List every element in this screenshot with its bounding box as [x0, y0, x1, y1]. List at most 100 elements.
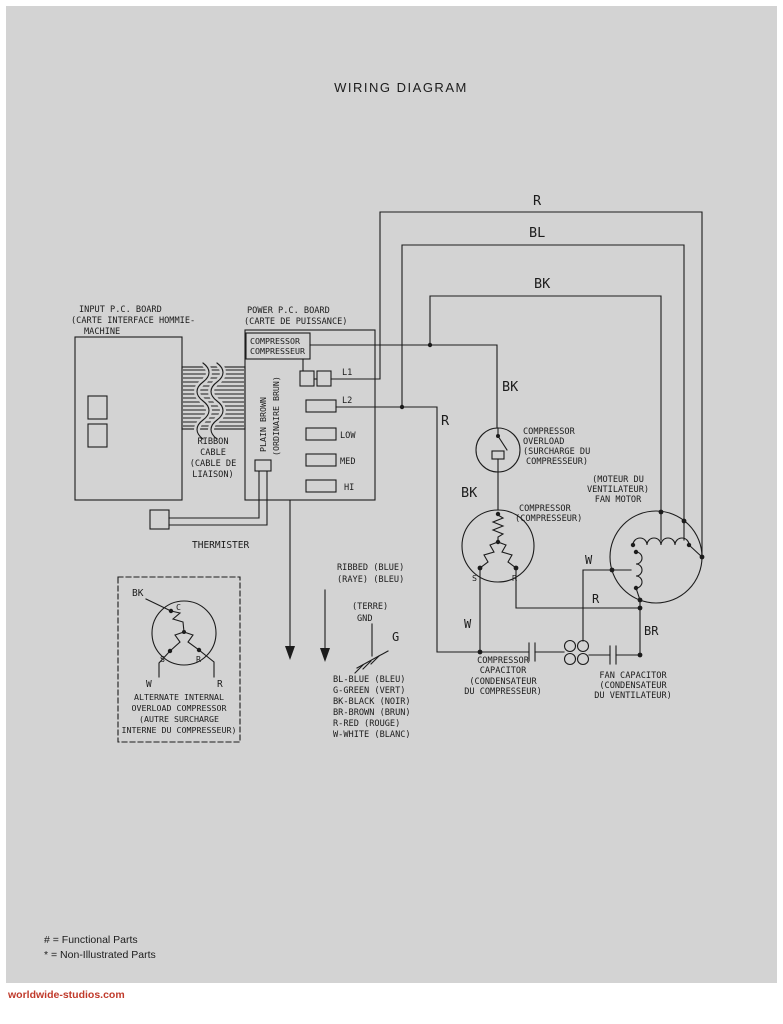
ribbon-break-wave-1 [196, 362, 210, 440]
supply-wires: R BL BK BK [309, 193, 703, 558]
terminal-med-block [305, 453, 337, 467]
down-arrow-icon [285, 646, 295, 660]
alternate-internal-overload: BK C S R W R ALTERNATE INTERNAL OVERLOAD… [117, 576, 241, 743]
ribbon-label-2: CABLE [200, 448, 226, 458]
overload-label-2: OVERLOAD [523, 437, 564, 447]
footnote-functional: # = Functional Parts [44, 934, 138, 946]
legend-w: W-WHITE (BLANC) [333, 730, 411, 740]
input-board-label-1: INPUT P.C. BOARD [79, 305, 162, 315]
fan-capacitor-label-1: FAN CAPACITOR [599, 671, 667, 681]
page-title: WIRING DIAGRAM [334, 80, 468, 95]
compressor-label-2: (COMPRESSEUR) [515, 514, 582, 524]
wire-label-r-mid: R [441, 413, 450, 429]
legend-br: BR-BROWN (BRUN) [333, 708, 411, 718]
compressor-terminal-s: S [472, 573, 477, 583]
power-board-label-1: POWER P.C. BOARD [247, 306, 330, 316]
thermister-label: THERMISTER [192, 540, 249, 551]
alt-overload-label-4: INTERNE DU COMPRESSEUR) [122, 725, 237, 735]
power-pc-board: POWER P.C. BOARD (CARTE DE PUISSANCE) CO… [244, 306, 376, 501]
wire-label-bl-top: BL [529, 225, 545, 241]
input-board-label-3: MACHINE [84, 327, 120, 337]
field-wire-arrows [285, 499, 330, 662]
plain-brown-label-2: (ORDINAIRE BRUN) [271, 376, 281, 456]
power-board-label-2: (CARTE DE PUISSANCE) [244, 317, 347, 327]
alt-overload-label-2: OVERLOAD COMPRESSOR [132, 703, 227, 713]
ribbed-blue-ground: RIBBED (BLUE) (RAYE) (BLEU) (TERRE) GND … [337, 563, 404, 674]
wire-label-w-comp: W [464, 617, 472, 631]
thermister-body [149, 509, 170, 530]
footnote-non-illustrated: * = Non-Illustrated Parts [44, 949, 156, 961]
ribbon-label-3: (CABLE DE [190, 459, 237, 469]
overload-label-3: (SURCHARGE DU [523, 447, 590, 457]
wire-label-r-run: R [592, 592, 600, 606]
overload-label-4: COMPRESSEUR) [526, 457, 588, 467]
fan-motor-label-1: (MOTEUR DU [592, 475, 644, 485]
overload-label-1: COMPRESSOR [523, 427, 576, 437]
comp-capacitor-label-3: (CONDENSATEUR [469, 677, 537, 687]
legend-bk: BK-BLACK (NOIR) [333, 697, 411, 707]
alt-overload-bk: BK [132, 588, 144, 599]
terminal-l2: L2 [342, 396, 352, 406]
capacitor-terminal-cluster [563, 639, 590, 666]
alt-overload-label-1: ALTERNATE INTERNAL [134, 692, 224, 702]
legend-g: G-GREEN (VERT) [333, 686, 405, 696]
fan-motor-label-2: VENTILATEUR) [587, 485, 649, 495]
compressor-tag-2: COMPRESSEUR [250, 346, 305, 356]
wire-label-r-top: R [533, 193, 542, 209]
terminal-low: LOW [340, 431, 356, 441]
compressor-motor: S R COMPRESSOR (COMPRESSEUR) [461, 504, 582, 583]
alt-overload-label-3: (AUTRE SURCHARGE [139, 714, 219, 724]
legend-bl: BL-BLUE (BLEU) [333, 675, 405, 685]
ribbon-cable: RIBBON CABLE (CABLE DE LIAISON) [181, 360, 246, 480]
ground-symbol-icon [354, 650, 389, 674]
input-board-label-2: (CARTE INTERFACE HOMMIE- [71, 316, 195, 326]
thermister: THERMISTER [149, 459, 272, 551]
ribbon-break-wave-2 [210, 362, 224, 440]
down-arrow-icon [320, 648, 330, 662]
run-wires: R W R W BR [335, 406, 659, 658]
color-legend: BL-BLUE (BLEU) G-GREEN (VERT) BK-BLACK (… [333, 675, 411, 740]
wire-label-w-fan: W [585, 553, 593, 567]
alt-overload-w-lead: W [146, 679, 152, 690]
input-connector-2 [87, 423, 108, 448]
paper-background [6, 6, 777, 983]
ribbed-label-1: RIBBED (BLUE) [337, 563, 404, 573]
capacitors: COMPRESSOR CAPACITOR (CONDENSATEUR DU CO… [464, 639, 672, 701]
input-connector-1 [87, 395, 108, 420]
ground-label-gnd: GND [357, 614, 373, 624]
compressor-tag-1: COMPRESSOR [250, 336, 300, 346]
fan-motor-label-3: FAN MOTOR [595, 495, 642, 505]
compressor-tag-box [245, 332, 311, 360]
terminal-low-block [305, 427, 337, 441]
comp-capacitor-label-2: CAPACITOR [480, 666, 527, 676]
compressor-label-1: COMPRESSOR [519, 504, 572, 514]
compressor-overload: COMPRESSOR OVERLOAD (SURCHARGE DU COMPRE… [461, 427, 590, 511]
thermister-terminal [254, 459, 272, 472]
terminal-med: MED [340, 457, 356, 467]
watermark: worldwide-studios.com [7, 989, 125, 1001]
ribbon-label-1: RIBBON [197, 437, 228, 447]
legend-r: R-RED (ROUGE) [333, 719, 400, 729]
comp-capacitor-label-4: DU COMPRESSEUR) [464, 687, 542, 697]
terminal-l1: L1 [342, 368, 352, 378]
alt-overload-r-lead: R [217, 679, 223, 690]
comp-capacitor-label-1: COMPRESSOR [477, 656, 530, 666]
terminal-hi-block [305, 479, 337, 493]
terminal-l2-block [305, 399, 337, 413]
ribbed-label-2: (RAYE) (BLEU) [337, 575, 404, 585]
alt-overload-c: C [176, 602, 181, 612]
wire-label-br-fan: BR [644, 624, 659, 638]
fan-capacitor-label-2: (CONDENSATEUR [599, 681, 667, 691]
wire-label-g: G [392, 630, 399, 644]
terminal-hi: HI [344, 483, 354, 493]
compressor-terminal-r: R [512, 573, 517, 583]
wire-label-bk-low: BK [461, 485, 478, 501]
ground-label-terre: (TERRE) [352, 602, 388, 612]
wire-label-bk-mid: BK [502, 379, 519, 395]
wire-label-bk-top: BK [534, 276, 551, 292]
fan-capacitor-label-3: DU VENTILATEUR) [594, 691, 672, 701]
plain-brown-label-1: PLAIN BROWN [258, 397, 268, 452]
alt-overload-r: R [196, 654, 201, 664]
